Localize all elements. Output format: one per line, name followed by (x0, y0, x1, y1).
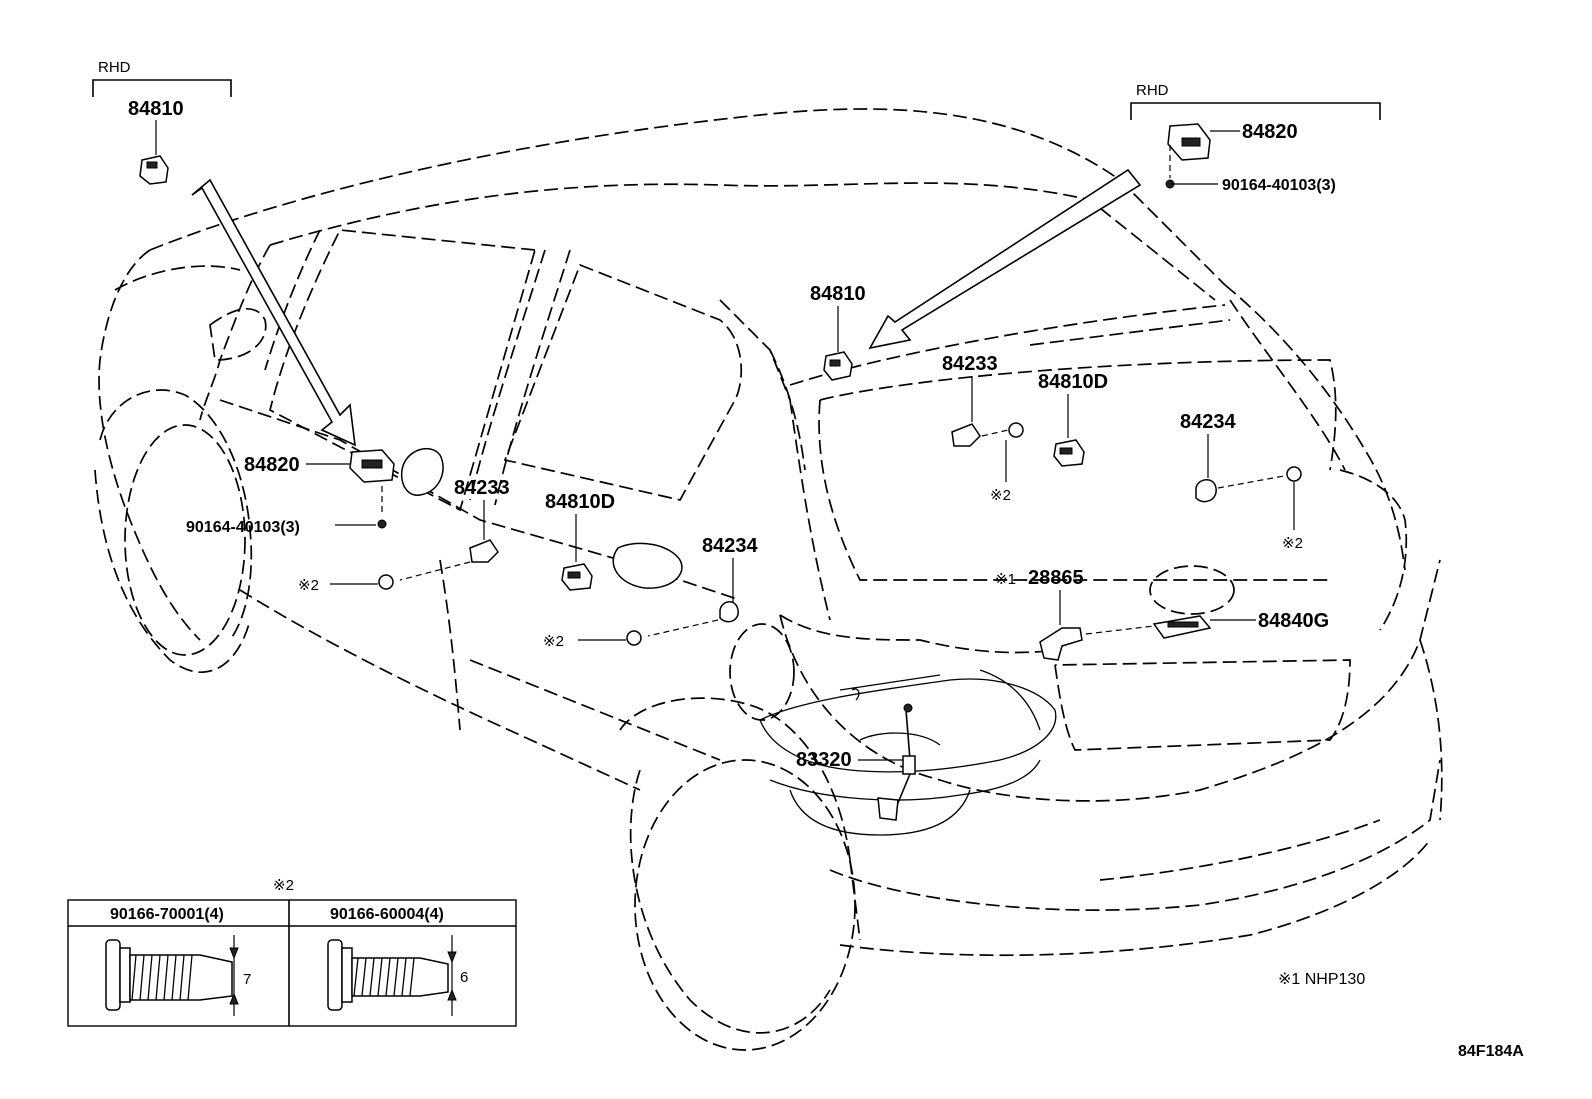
height-sensor-83320 (851, 688, 916, 821)
bolt-drawing-6: 6 (327, 935, 468, 1016)
part-number-84820-door: 84820 (244, 454, 300, 476)
bolt-note2-door-b (578, 630, 642, 646)
underbody-detail (759, 669, 1057, 836)
part-number-84233-hatch: 84233 (942, 353, 998, 375)
note2-hatch-b: ※2 (1282, 535, 1303, 552)
sensor-84810d-door (561, 563, 593, 591)
part-number-84810d-door: 84810D (545, 491, 615, 513)
part-number-83320: 83320 (796, 749, 852, 771)
note2-door-a: ※2 (298, 577, 319, 594)
pointer-arrow-right (868, 168, 1142, 350)
sensor-84234-hatch (1195, 479, 1217, 503)
sensor-84810d-hatch (1053, 439, 1085, 467)
part-number-28865: 28865 (1028, 567, 1084, 589)
sensor-84233-hatch (951, 423, 981, 447)
bolt-table-col1-part: 90166-70001(4) (110, 906, 224, 923)
bolt-note2-door-a (330, 574, 394, 590)
bolt-dimension-7: 7 (243, 971, 251, 988)
part-number-90164-door: 90164-40103(3) (186, 519, 300, 536)
note1-28865: ※1 (995, 571, 1016, 588)
pointer-arrow-left (191, 178, 356, 447)
screw-90164-top-right (1165, 179, 1218, 189)
part-number-84234-door: 84234 (702, 535, 758, 557)
bolt-dimension-6: 6 (460, 969, 468, 986)
part-number-90164-top-right: 90164-40103(3) (1222, 177, 1336, 194)
part-number-84810d-hatch: 84810D (1038, 371, 1108, 393)
bolt-note2-hatch-b (1286, 466, 1302, 530)
part-number-84810-top-left: 84810 (128, 98, 184, 120)
rhd-label-left: RHD (98, 59, 131, 76)
bolt-table: ※2 90166-70001(4) 90166-60004(4) 7 (67, 877, 517, 1027)
note2-hatch-a: ※2 (990, 487, 1011, 504)
rhd-bracket-left: RHD (92, 59, 232, 97)
car-body-outline (94, 108, 1443, 1051)
screw-90164-door (335, 519, 387, 529)
lamp-84840g (1152, 615, 1212, 639)
door-handle-rear (612, 542, 683, 589)
figure-code: 84F184A (1458, 1043, 1524, 1060)
lock-84820-top-right (1167, 123, 1211, 161)
bracket-28865 (1039, 627, 1083, 661)
sensor-84233-door (469, 539, 499, 563)
part-number-84820-top-right: 84820 (1242, 121, 1298, 143)
part-number-84810-center: 84810 (810, 283, 866, 305)
lock-84820-door (349, 449, 395, 483)
note2-door-b: ※2 (543, 633, 564, 650)
bolt-note2-hatch-a (1005, 422, 1024, 482)
part-number-84840g: 84840G (1258, 610, 1329, 632)
bolt-drawing-7: 7 (105, 935, 251, 1016)
footnote-nhp130: ※1 NHP130 (1278, 971, 1365, 988)
part-number-84234-hatch: 84234 (1180, 411, 1236, 433)
sensor-84810-top-left (139, 155, 169, 185)
bolt-table-title: ※2 (273, 877, 294, 894)
rhd-bracket-right: RHD (1130, 82, 1381, 120)
sensor-84810-center (823, 351, 853, 381)
bolt-table-col2-part: 90166-60004(4) (330, 906, 444, 923)
rhd-label-right: RHD (1136, 82, 1169, 99)
sensor-84234-door (719, 601, 739, 623)
part-number-84233-door: 84233 (454, 477, 510, 499)
door-handle-front (400, 448, 444, 496)
